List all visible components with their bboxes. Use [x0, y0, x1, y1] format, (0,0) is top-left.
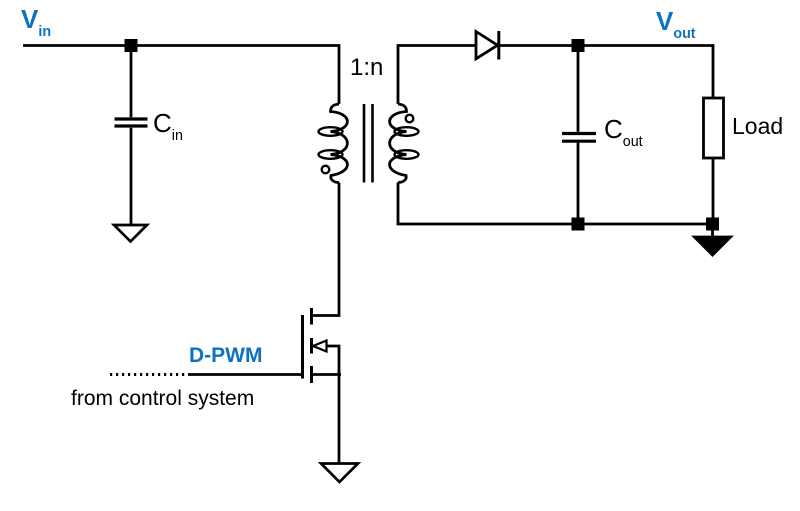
wire-output-bottom — [396, 182, 714, 238]
ground-icon-input — [110, 223, 151, 244]
mosfet-body-arrow — [310, 338, 328, 354]
turns-ratio-label: 1:n — [350, 54, 384, 81]
transformer-icon — [317, 102, 420, 184]
wire-output-top — [396, 44, 715, 224]
junction-node — [124, 39, 138, 52]
pwm-signal-label: D-PWM — [189, 344, 263, 367]
transformer-primary-loop — [317, 125, 344, 137]
polarity-dot-primary — [320, 164, 331, 175]
diode-icon — [474, 28, 501, 62]
input-voltage-label: Vin — [21, 4, 52, 40]
output-capacitor-label: Cout — [604, 114, 643, 150]
ground-icon-output-filled — [691, 235, 734, 257]
control-system-note: from control system — [71, 387, 255, 410]
junction-nodes — [124, 39, 719, 231]
load-resistor-icon — [702, 96, 725, 160]
transformer-primary-loop — [317, 148, 344, 160]
load-label: Load — [732, 113, 784, 139]
transformer-secondary-loop — [393, 125, 420, 137]
transformer-secondary-loop — [393, 148, 420, 160]
output-capacitor-icon — [562, 131, 596, 143]
input-capacitor-icon — [114, 117, 148, 128]
wire-primary-to-drain — [311, 182, 341, 317]
junction-node — [571, 39, 585, 52]
transformer-primary-coil — [329, 102, 349, 184]
junction-node — [571, 217, 585, 231]
nmos-transistor-icon — [301, 308, 341, 464]
output-voltage-label: Vout — [656, 6, 696, 42]
input-capacitor-label: Cin — [153, 108, 183, 144]
transformer-secondary-coil — [388, 102, 408, 184]
wire-input-top — [23, 44, 341, 104]
junction-node — [706, 217, 719, 231]
ground-icon-mosfet — [317, 462, 362, 484]
polarity-dot-secondary — [404, 113, 415, 124]
